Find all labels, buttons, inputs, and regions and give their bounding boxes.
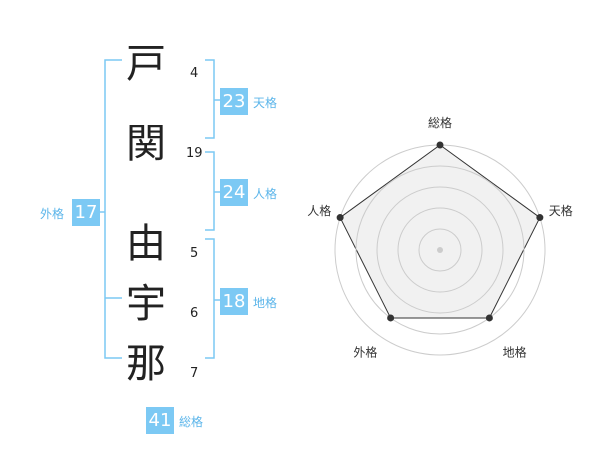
jinkaku-bracket [205, 151, 215, 231]
given-char-2: 宇 [126, 281, 166, 327]
tenkaku-bracket [205, 59, 215, 139]
gaikaku-bracket [104, 59, 122, 359]
radar-grid-ring-inner [418, 228, 462, 272]
radar-series-polygon [339, 144, 541, 319]
jinkaku-value: 24 [220, 179, 248, 206]
radar-center-dot [437, 247, 443, 253]
tenkaku-value: 23 [220, 88, 248, 115]
radar-grid-ring-inner [397, 207, 483, 293]
chikaku-label: 地格 [253, 296, 278, 310]
jinkaku-label: 人格 [253, 187, 278, 201]
tenkaku-label: 天格 [253, 96, 278, 110]
surname-char-2-strokes: 19 [186, 146, 203, 161]
radar-data-shape [336, 141, 544, 335]
soukaku-label: 総格 [179, 415, 204, 429]
radar-grid-ring-inner [376, 186, 504, 314]
radar-axis-label-0: 総格 [428, 115, 452, 130]
soukaku-value: 41 [146, 407, 174, 434]
chikaku-value: 18 [220, 288, 248, 315]
radar-axis-label-2: 地格 [503, 345, 527, 360]
given-char-3-strokes: 7 [190, 366, 199, 381]
chikaku-bracket [205, 238, 215, 359]
radar-point-0 [436, 141, 444, 149]
radar-grid-ring-inner [355, 165, 525, 335]
gaikaku-value: 17 [72, 199, 100, 226]
gaikaku-label: 外格 [40, 207, 65, 221]
given-char-1: 由 [126, 221, 166, 267]
radar-axis-label-4: 人格 [307, 203, 331, 218]
given-char-2-strokes: 6 [190, 306, 199, 321]
radar-axis-label-3: 外格 [353, 345, 377, 360]
surname-char-1: 戸 [126, 41, 166, 87]
radar-axis-label-1: 天格 [549, 203, 573, 218]
surname-char-1-strokes: 4 [190, 66, 199, 81]
radar-point-1 [536, 214, 544, 222]
radar-point-2 [485, 314, 493, 322]
radar-point-4 [336, 214, 344, 222]
given-char-3: 那 [126, 341, 166, 387]
given-char-1-strokes: 5 [190, 246, 199, 261]
radar-point-3 [387, 314, 395, 322]
surname-char-2: 関 [126, 121, 166, 167]
